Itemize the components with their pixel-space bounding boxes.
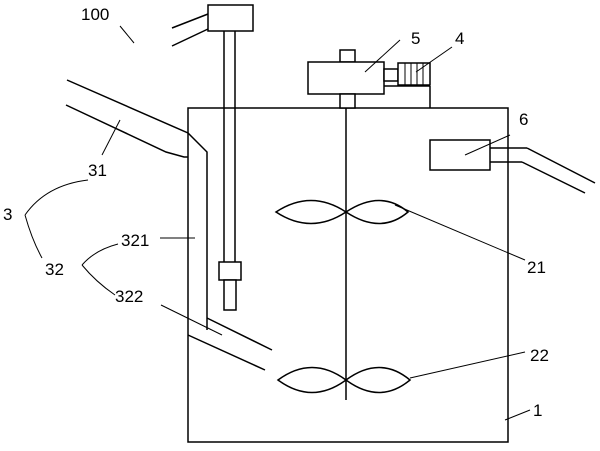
label-tank: 1 — [533, 401, 542, 420]
label-motor: 4 — [455, 29, 464, 48]
side-unit — [429, 139, 596, 194]
label-side-unit: 6 — [519, 110, 528, 129]
label-inlet-branch-lower: 322 — [115, 287, 143, 306]
label-feed-pipe: 31 — [88, 161, 107, 180]
label-upper-impeller: 21 — [527, 258, 546, 277]
leader-lines — [101, 25, 531, 421]
motor — [397, 62, 431, 86]
label-figure-ref: 100 — [81, 5, 109, 24]
inlet-branch — [187, 317, 273, 371]
drive-assembly — [307, 49, 431, 109]
label-lower-impeller: 22 — [530, 346, 549, 365]
group-braces — [24, 179, 119, 296]
probe-rod — [171, 4, 254, 311]
lower-impeller — [276, 366, 412, 394]
label-inlet-branch-upper: 321 — [121, 231, 149, 250]
label-feed-assembly: 3 — [3, 205, 12, 224]
label-inlet-group: 32 — [45, 260, 64, 279]
label-gearbox: 5 — [411, 29, 420, 48]
gearbox — [307, 61, 385, 95]
upper-impeller — [274, 199, 410, 225]
